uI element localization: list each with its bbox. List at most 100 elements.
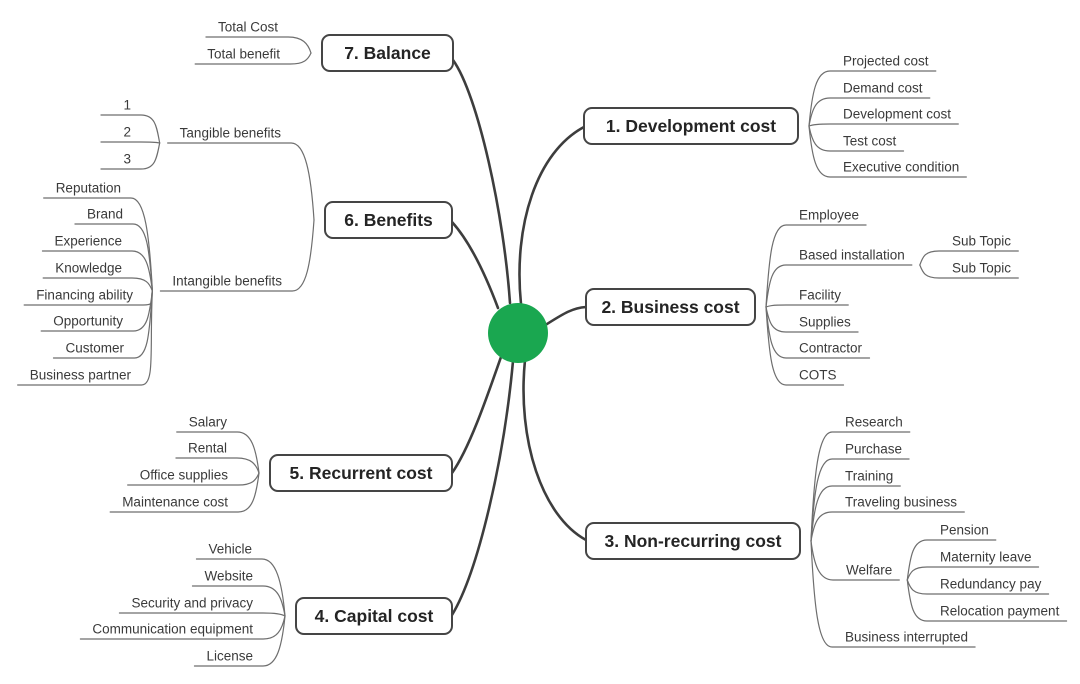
subtopic-connector [193,615,286,667]
topic-rental[interactable]: Rental [188,441,227,456]
main-topic-4-capital-cost[interactable] [295,597,453,635]
subtopic-connector [765,304,849,308]
topic-total-benefit[interactable]: Total benefit [207,47,280,62]
subtopic-connector [127,472,260,486]
main-topic-6-benefits[interactable] [324,201,453,239]
subtopic-connector [167,142,315,221]
subtopic-connector [175,457,260,474]
topic-test-cost[interactable]: Test cost [843,134,897,149]
subtopic-connector [765,264,913,308]
topic-total-cost[interactable]: Total Cost [218,20,278,35]
branch-curves [450,58,588,617]
topic-facility[interactable]: Facility [799,288,841,303]
subtopic-connector [41,250,154,292]
topic-employee[interactable]: Employee [799,208,859,223]
topic-traveling-business[interactable]: Traveling business [845,495,957,510]
subtopic-connector [919,250,1019,266]
subtopic-connector [191,585,286,617]
topic-3[interactable]: 3 [123,152,131,167]
topic-based-installation[interactable]: Based installation [799,248,905,263]
branch-curve [450,359,515,617]
subtopic-connector [906,579,1068,622]
topic-supplies[interactable]: Supplies [799,315,851,330]
topic-contractor[interactable]: Contractor [799,341,863,356]
main-topic-3-non-recurring-cost[interactable] [585,522,801,560]
topic-training[interactable]: Training [845,469,893,484]
subtopic-connector [810,485,901,542]
topic-pension[interactable]: Pension [940,523,989,538]
topic-financing-ability[interactable]: Financing ability [36,288,133,303]
topic-1[interactable]: 1 [123,98,131,113]
topic-redundancy-pay[interactable]: Redundancy pay [940,577,1042,592]
topic-office-supplies[interactable]: Office supplies [140,468,229,483]
topic-demand-cost[interactable]: Demand cost [843,81,923,96]
topic-security-and-privacy[interactable]: Security and privacy [131,596,253,611]
main-topic-label: 4. Capital cost [315,606,434,626]
topic-maintenance-cost[interactable]: Maintenance cost [122,495,228,510]
topic-vehicle[interactable]: Vehicle [208,542,252,557]
topic-relocation-payment[interactable]: Relocation payment [940,604,1060,619]
main-topic-5-recurrent-cost[interactable] [269,454,453,492]
topic-communication-equipment[interactable]: Communication equipment [92,622,253,637]
subtopic-connector [194,52,312,65]
topic-cots[interactable]: COTS [799,368,837,383]
branch-curve [518,125,586,306]
subtopic-connector [810,511,965,542]
topic-projected-cost[interactable]: Projected cost [843,54,929,69]
topic-knowledge[interactable]: Knowledge [55,261,122,276]
topic-customer[interactable]: Customer [65,341,124,356]
topic-intangible-benefits[interactable]: Intangible benefits [172,274,282,289]
subtopic-connectors [17,36,1068,667]
topic-salary[interactable]: Salary [189,415,228,430]
branch-curve [450,355,503,475]
subtopic-connector [906,566,1040,581]
central-topic-node[interactable] [488,303,548,363]
subtopic-connector [42,277,154,292]
topic-tangible-benefits[interactable]: Tangible benefits [180,126,282,141]
subtopic-connector [810,540,900,581]
subtopic-connector [765,306,845,386]
topic-welfare[interactable]: Welfare [846,563,892,578]
topic-development-cost[interactable]: Development cost [843,107,951,122]
main-topic-label: 5. Recurrent cost [290,463,433,483]
main-topic-7-balance[interactable] [321,34,454,72]
topic-business-interrupted[interactable]: Business interrupted [845,630,968,645]
subtopic-connector [906,579,1050,595]
topic-2[interactable]: 2 [123,125,131,140]
topic-license[interactable]: License [206,649,253,664]
topic-brand[interactable]: Brand [87,207,123,222]
main-topic-boxes [269,34,801,635]
topic-sub-topic[interactable]: Sub Topic [952,261,1011,276]
subtopic-connector [919,264,1019,279]
subtopic-connector [118,612,286,617]
subtopic-connector [109,472,260,513]
main-topic-label: 3. Non-recurring cost [605,531,782,551]
subtopic-connector [810,458,910,542]
main-topic-1-development-cost[interactable] [583,107,799,145]
subtopic-connector [808,97,931,127]
topic-reputation[interactable]: Reputation [56,181,121,196]
topic-purchase[interactable]: Purchase [845,442,902,457]
topic-executive-condition[interactable]: Executive condition [843,160,959,175]
topic-opportunity[interactable]: Opportunity [53,314,123,329]
topic-maternity-leave[interactable]: Maternity leave [940,550,1032,565]
topic-business-partner[interactable]: Business partner [30,368,132,383]
topic-research[interactable]: Research [845,415,903,430]
topic-website[interactable]: Website [204,569,253,584]
subtopic-connector [195,558,286,617]
main-topic-2-business-cost[interactable] [585,288,756,326]
branch-curve [450,220,500,310]
subtopic-connector [159,219,315,292]
subtopic-connector [808,123,959,127]
subtopic-connector [100,142,161,170]
topic-sub-topic[interactable]: Sub Topic [952,234,1011,249]
subtopic-connector [17,290,154,386]
subtopic-connector [765,224,867,308]
topic-experience[interactable]: Experience [54,234,122,249]
subtopic-connector [808,125,967,178]
main-topic-label: 6. Benefits [344,210,433,230]
subtopic-connector [205,36,312,54]
